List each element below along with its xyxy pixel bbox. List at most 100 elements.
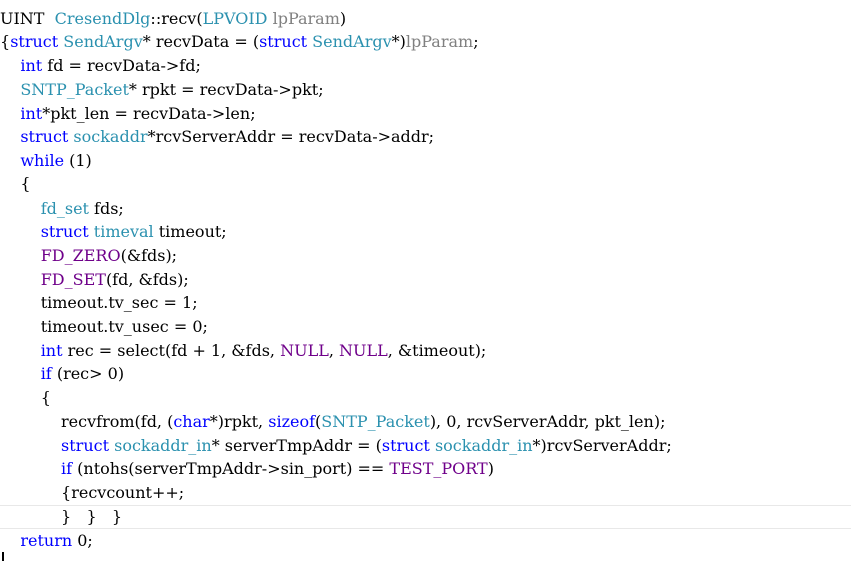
code-line[interactable]: return 0; <box>0 529 93 552</box>
code-line[interactable]: {struct SendArgv* recvData = (struct Sen… <box>0 30 479 53</box>
code-token: * rpkt = recvData->pkt; <box>128 80 324 99</box>
code-token <box>0 222 41 241</box>
code-token: , <box>328 341 339 360</box>
code-line[interactable]: FD_SET(fd, &fds); <box>0 268 189 291</box>
code-line[interactable]: while (1) <box>0 149 92 172</box>
code-token: *) <box>391 32 406 51</box>
code-token: (&fds); <box>120 246 178 265</box>
code-token: int <box>20 56 43 75</box>
code-token: ::recv( <box>150 9 203 28</box>
code-token: SNTP_Packet <box>20 80 129 99</box>
code-token: struct <box>20 127 69 146</box>
code-token: FD_ZERO <box>40 246 121 265</box>
code-token: lpParam <box>405 32 474 51</box>
code-token: return <box>20 531 73 550</box>
code-token: int <box>40 341 63 360</box>
code-line[interactable]: { <box>0 386 51 409</box>
code-token: struct <box>61 436 110 455</box>
code-token: sockaddr_in <box>114 436 212 455</box>
code-token <box>0 104 20 123</box>
code-token: (rec> 0) <box>51 364 125 383</box>
code-line[interactable]: int rec = select(fd + 1, &fds, NULL, NUL… <box>0 339 487 362</box>
code-token <box>0 436 61 455</box>
code-token: (1) <box>64 151 92 170</box>
code-token: rec = select(fd + 1, &fds, <box>62 341 281 360</box>
text-caret <box>2 552 4 561</box>
code-token: struct <box>381 436 430 455</box>
code-token: sockaddr_in <box>434 436 533 455</box>
code-token: SNTP_Packet <box>321 412 430 431</box>
code-token: fd = recvData->fd; <box>42 56 201 75</box>
code-token: *)rpkt, <box>209 412 269 431</box>
code-line[interactable]: fd_set fds; <box>0 197 124 220</box>
code-token: struct <box>10 32 59 51</box>
code-token: struct <box>259 32 308 51</box>
code-token: timeval <box>93 222 154 241</box>
code-token <box>0 80 20 99</box>
code-token <box>0 364 41 383</box>
code-token: { <box>0 388 51 407</box>
code-line[interactable]: if (rec> 0) <box>0 362 124 385</box>
code-token: ( <box>315 412 322 431</box>
code-token: ) <box>487 459 494 478</box>
code-token: * serverTmpAddr = ( <box>211 436 382 455</box>
code-token: char <box>173 412 210 431</box>
code-token: fds; <box>88 199 124 218</box>
code-token: } } } <box>0 507 123 526</box>
code-token <box>0 341 41 360</box>
code-line[interactable]: struct timeval timeout; <box>0 220 227 243</box>
code-line[interactable]: UINT CresendDlg::recv(LPVOID lpParam) <box>0 7 346 30</box>
code-token: fd_set <box>40 199 89 218</box>
code-line[interactable]: struct sockaddr_in* serverTmpAddr = (str… <box>0 434 672 457</box>
code-token: ; <box>473 32 479 51</box>
code-line[interactable]: int fd = recvData->fd; <box>0 54 201 77</box>
code-line[interactable]: timeout.tv_usec = 0; <box>0 315 208 338</box>
code-token: (ntohs(serverTmpAddr->sin_port) == <box>72 459 390 478</box>
code-token: SendArgv <box>312 32 392 51</box>
code-token: *)rcvServerAddr; <box>532 436 672 455</box>
code-token: ), 0, rcvServerAddr, pkt_len); <box>429 412 666 431</box>
code-line[interactable]: FD_ZERO(&fds); <box>0 244 177 267</box>
code-token: int <box>20 104 43 123</box>
code-token: sizeof <box>268 412 316 431</box>
code-line[interactable]: recvfrom(fd, (char*)rpkt, sizeof(SNTP_Pa… <box>0 410 665 433</box>
code-line[interactable]: {recvcount++; <box>0 481 184 504</box>
code-token <box>0 199 41 218</box>
code-line[interactable]: } } } <box>0 505 122 528</box>
code-token: lpParam <box>267 9 340 28</box>
code-token: LPVOID <box>202 9 268 28</box>
code-line[interactable]: SNTP_Packet* rpkt = recvData->pkt; <box>0 78 324 101</box>
code-token: CresendDlg <box>49 9 151 28</box>
code-line[interactable]: struct sockaddr*rcvServerAddr = recvData… <box>0 125 434 148</box>
code-token: NULL <box>280 341 329 360</box>
code-token: UINT <box>0 9 50 28</box>
code-token: , &timeout); <box>387 341 487 360</box>
code-token: (fd, &fds); <box>105 270 189 289</box>
code-token <box>0 270 41 289</box>
code-token: while <box>20 151 65 170</box>
code-token: SendArgv <box>63 32 143 51</box>
code-token: { <box>0 174 31 193</box>
code-token: { <box>0 32 11 51</box>
code-token: 0; <box>72 531 93 550</box>
code-token: timeout.tv_usec = 0; <box>0 317 208 336</box>
code-line[interactable]: timeout.tv_sec = 1; <box>0 291 198 314</box>
code-token <box>0 531 20 550</box>
code-line[interactable]: if (ntohs(serverTmpAddr->sin_port) == TE… <box>0 457 494 480</box>
code-token: struct <box>40 222 89 241</box>
current-line-highlight <box>0 505 851 529</box>
code-token: * recvData = ( <box>142 32 260 51</box>
code-line[interactable]: int*pkt_len = recvData->len; <box>0 102 256 125</box>
code-token: recvfrom(fd, ( <box>0 412 174 431</box>
code-token <box>0 127 20 146</box>
code-token: if <box>40 364 52 383</box>
code-token <box>0 56 20 75</box>
code-line[interactable]: { <box>0 172 31 195</box>
code-token: ) <box>339 9 347 28</box>
code-token: *pkt_len = recvData->len; <box>42 104 256 123</box>
code-token: *rcvServerAddr = recvData->addr; <box>147 127 435 146</box>
code-token <box>0 459 61 478</box>
code-token: sockaddr <box>73 127 148 146</box>
code-token: timeout.tv_sec = 1; <box>0 293 198 312</box>
